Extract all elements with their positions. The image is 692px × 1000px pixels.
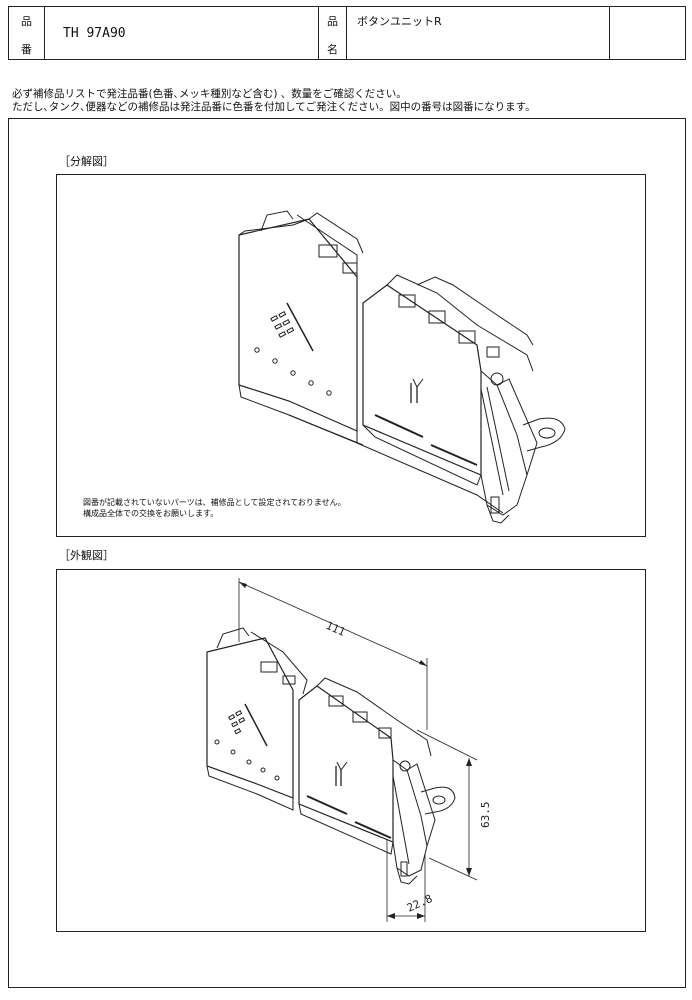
external-view-title: ［外観図］ <box>59 549 114 562</box>
part-number-value: TH 97A90 <box>63 26 126 41</box>
order-note-line-1: 必ず補修品リストで発注品番(色番､メッキ種別など含む) 、数量をご確認ください。 <box>12 88 407 100</box>
order-note-line-2: ただし､タンク､便器などの補修品は発注品番に色番を付加してご発注ください。図中の… <box>12 101 536 113</box>
order-notes: 必ず補修品リストで発注品番(色番､メッキ種別など含む) 、数量をご確認ください。… <box>12 88 536 114</box>
part-number-label-cell: 品 番 <box>9 7 45 59</box>
length-dimension-value: 111 <box>324 619 347 639</box>
exploded-view-note-line-1: 図番が記載されていないパーツは、補修品として設定されておりません。 <box>83 498 346 507</box>
external-view-panel: 111 63.5 22.8 <box>56 569 646 932</box>
exploded-view-title: ［分解図］ <box>59 155 114 168</box>
external-left-button-face <box>206 637 294 799</box>
part-number-value-cell <box>9 7 319 59</box>
exploded-view-note-line-2: 構成品全体での交換をお願いします。 <box>83 509 219 518</box>
part-name-label-bottom: 名 <box>327 43 338 56</box>
part-number-label-bottom: 番 <box>21 43 32 56</box>
title-block: 品 番 TH 97A90 品 名 ボタンユニットR <box>8 6 686 60</box>
drawing-frame: ［分解図］ <box>8 118 686 988</box>
part-name-value-cell: ボタンユニットR <box>347 7 610 59</box>
exploded-view-drawing <box>238 210 566 524</box>
left-button-face <box>238 218 358 432</box>
external-view-drawing: 111 63.5 22.8 <box>206 578 492 922</box>
part-name-label-cell: 品 名 <box>319 7 347 59</box>
exploded-view-note: 図番が記載されていないパーツは、補修品として設定されておりません。 構成品全体で… <box>83 497 346 519</box>
part-number-label-top: 品 <box>21 15 32 28</box>
part-name-value: ボタンユニットR <box>357 15 442 28</box>
exploded-view-panel: 図番が記載されていないパーツは、補修品として設定されておりません。 構成品全体で… <box>56 174 646 537</box>
length-dimension-line <box>238 581 428 667</box>
part-name-label-top: 品 <box>327 15 338 28</box>
height-dimension-value: 63.5 <box>479 802 492 829</box>
depth-dimension-value: 22.8 <box>405 892 434 915</box>
